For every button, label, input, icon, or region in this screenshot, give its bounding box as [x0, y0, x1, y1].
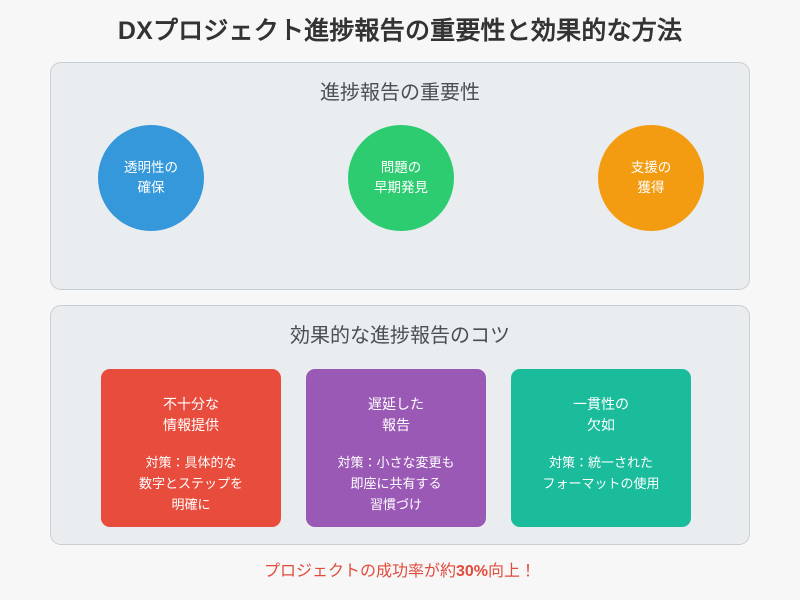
- panel-tips-header: 効果的な進捗報告のコツ: [290, 325, 510, 347]
- card-delayed-report-title: 遅延した 報告: [368, 394, 424, 436]
- importance-circle-row: 透明性の 確保 問題の 早期発見 支援の 獲得: [51, 125, 749, 237]
- card-insufficient-information-title-line1: 不十分な: [163, 396, 219, 412]
- card-delayed-report-body-line3: 習慣づけ: [369, 497, 422, 512]
- circle-support-line1: 支援の: [630, 160, 672, 175]
- card-insufficient-information-title: 不十分な 情報提供: [163, 394, 219, 436]
- card-insufficient-information-body-line1: 対策：具体的な: [145, 455, 237, 470]
- card-lack-of-consistency-title-line2: 欠如: [587, 417, 615, 433]
- panel-tips: 効果的な進捗報告のコツ 不十分な 情報提供 対策：具体的な 数字とステップを 明…: [50, 305, 750, 545]
- panel-importance-header: 進捗報告の重要性: [320, 82, 480, 104]
- card-lack-of-consistency-body-line1: 対策：統一された: [548, 455, 653, 470]
- card-lack-of-consistency-body-line2: フォーマットの使用: [542, 476, 660, 491]
- card-lack-of-consistency-title-line1: 一貫性の: [573, 396, 629, 412]
- footer-note-highlight: 30%: [455, 563, 489, 580]
- circle-early-detection: 問題の 早期発見: [348, 125, 454, 231]
- tips-card-row: 不十分な 情報提供 対策：具体的な 数字とステップを 明確に 遅延した 報告 対…: [51, 369, 749, 527]
- card-insufficient-information-title-line2: 情報提供: [163, 417, 219, 433]
- footer-note-prefix: プロジェクトの成功率が約: [263, 563, 456, 580]
- card-lack-of-consistency: 一貫性の 欠如 対策：統一された フォーマットの使用: [511, 369, 691, 527]
- circle-support: 支援の 獲得: [598, 125, 704, 231]
- card-insufficient-information-body: 対策：具体的な 数字とステップを 明確に: [139, 452, 243, 515]
- circle-early-detection-line2: 早期発見: [374, 180, 428, 195]
- footer-note-suffix: 向上！: [488, 563, 537, 580]
- card-delayed-report-title-line2: 報告: [382, 417, 410, 433]
- circle-transparency: 透明性の 確保: [98, 125, 204, 231]
- footer-note: プロジェクトの成功率が約30%向上！: [0, 560, 800, 584]
- circle-support-line2: 獲得: [637, 180, 665, 195]
- page-title: DXプロジェクト進捗報告の重要性と効果的な方法: [117, 17, 683, 45]
- card-insufficient-information: 不十分な 情報提供 対策：具体的な 数字とステップを 明確に: [101, 369, 281, 527]
- card-delayed-report-body: 対策：小さな変更も 即座に共有する 習慣づけ: [337, 452, 454, 515]
- panel-importance: 進捗報告の重要性 透明性の 確保 問題の 早期発見 支援の 獲得: [50, 62, 750, 290]
- card-delayed-report: 遅延した 報告 対策：小さな変更も 即座に共有する 習慣づけ: [306, 369, 486, 527]
- card-delayed-report-title-line1: 遅延した: [368, 396, 424, 412]
- card-delayed-report-body-line1: 対策：小さな変更も: [337, 455, 455, 470]
- card-lack-of-consistency-title: 一貫性の 欠如: [573, 394, 629, 436]
- circle-transparency-line1: 透明性の: [124, 160, 178, 175]
- circle-transparency-line2: 確保: [137, 180, 165, 195]
- card-insufficient-information-body-line3: 明確に: [171, 497, 211, 512]
- card-delayed-report-body-line2: 即座に共有する: [350, 476, 442, 491]
- card-lack-of-consistency-body: 対策：統一された フォーマットの使用: [542, 452, 659, 494]
- card-insufficient-information-body-line2: 数字とステップを: [138, 476, 243, 491]
- circle-early-detection-line1: 問題の: [380, 160, 422, 175]
